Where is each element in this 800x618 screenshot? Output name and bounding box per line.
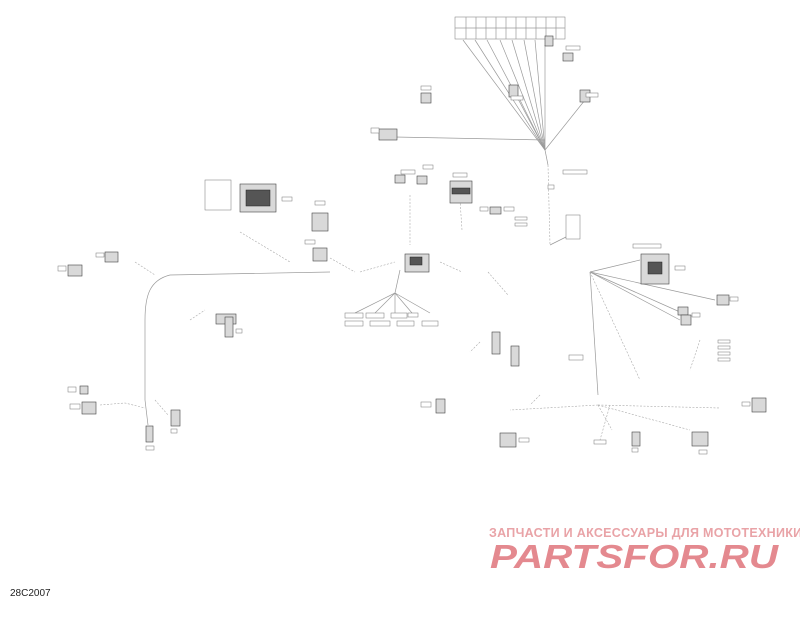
- watermark-logo-text: PARTSFOR.RU: [490, 540, 779, 572]
- fuse-block-labels: [454, 16, 566, 40]
- component-parts: [57, 35, 767, 455]
- watermark-caption: ЗАПЧАСТИ И АКСЕССУАРЫ ДЛЯ МОТОТЕХНИКИ: [489, 526, 800, 540]
- watermark-logo: PARTSFOR.RU: [490, 540, 779, 572]
- harness-wires: [99, 39, 721, 441]
- diagram-code: 28C2007: [10, 588, 51, 599]
